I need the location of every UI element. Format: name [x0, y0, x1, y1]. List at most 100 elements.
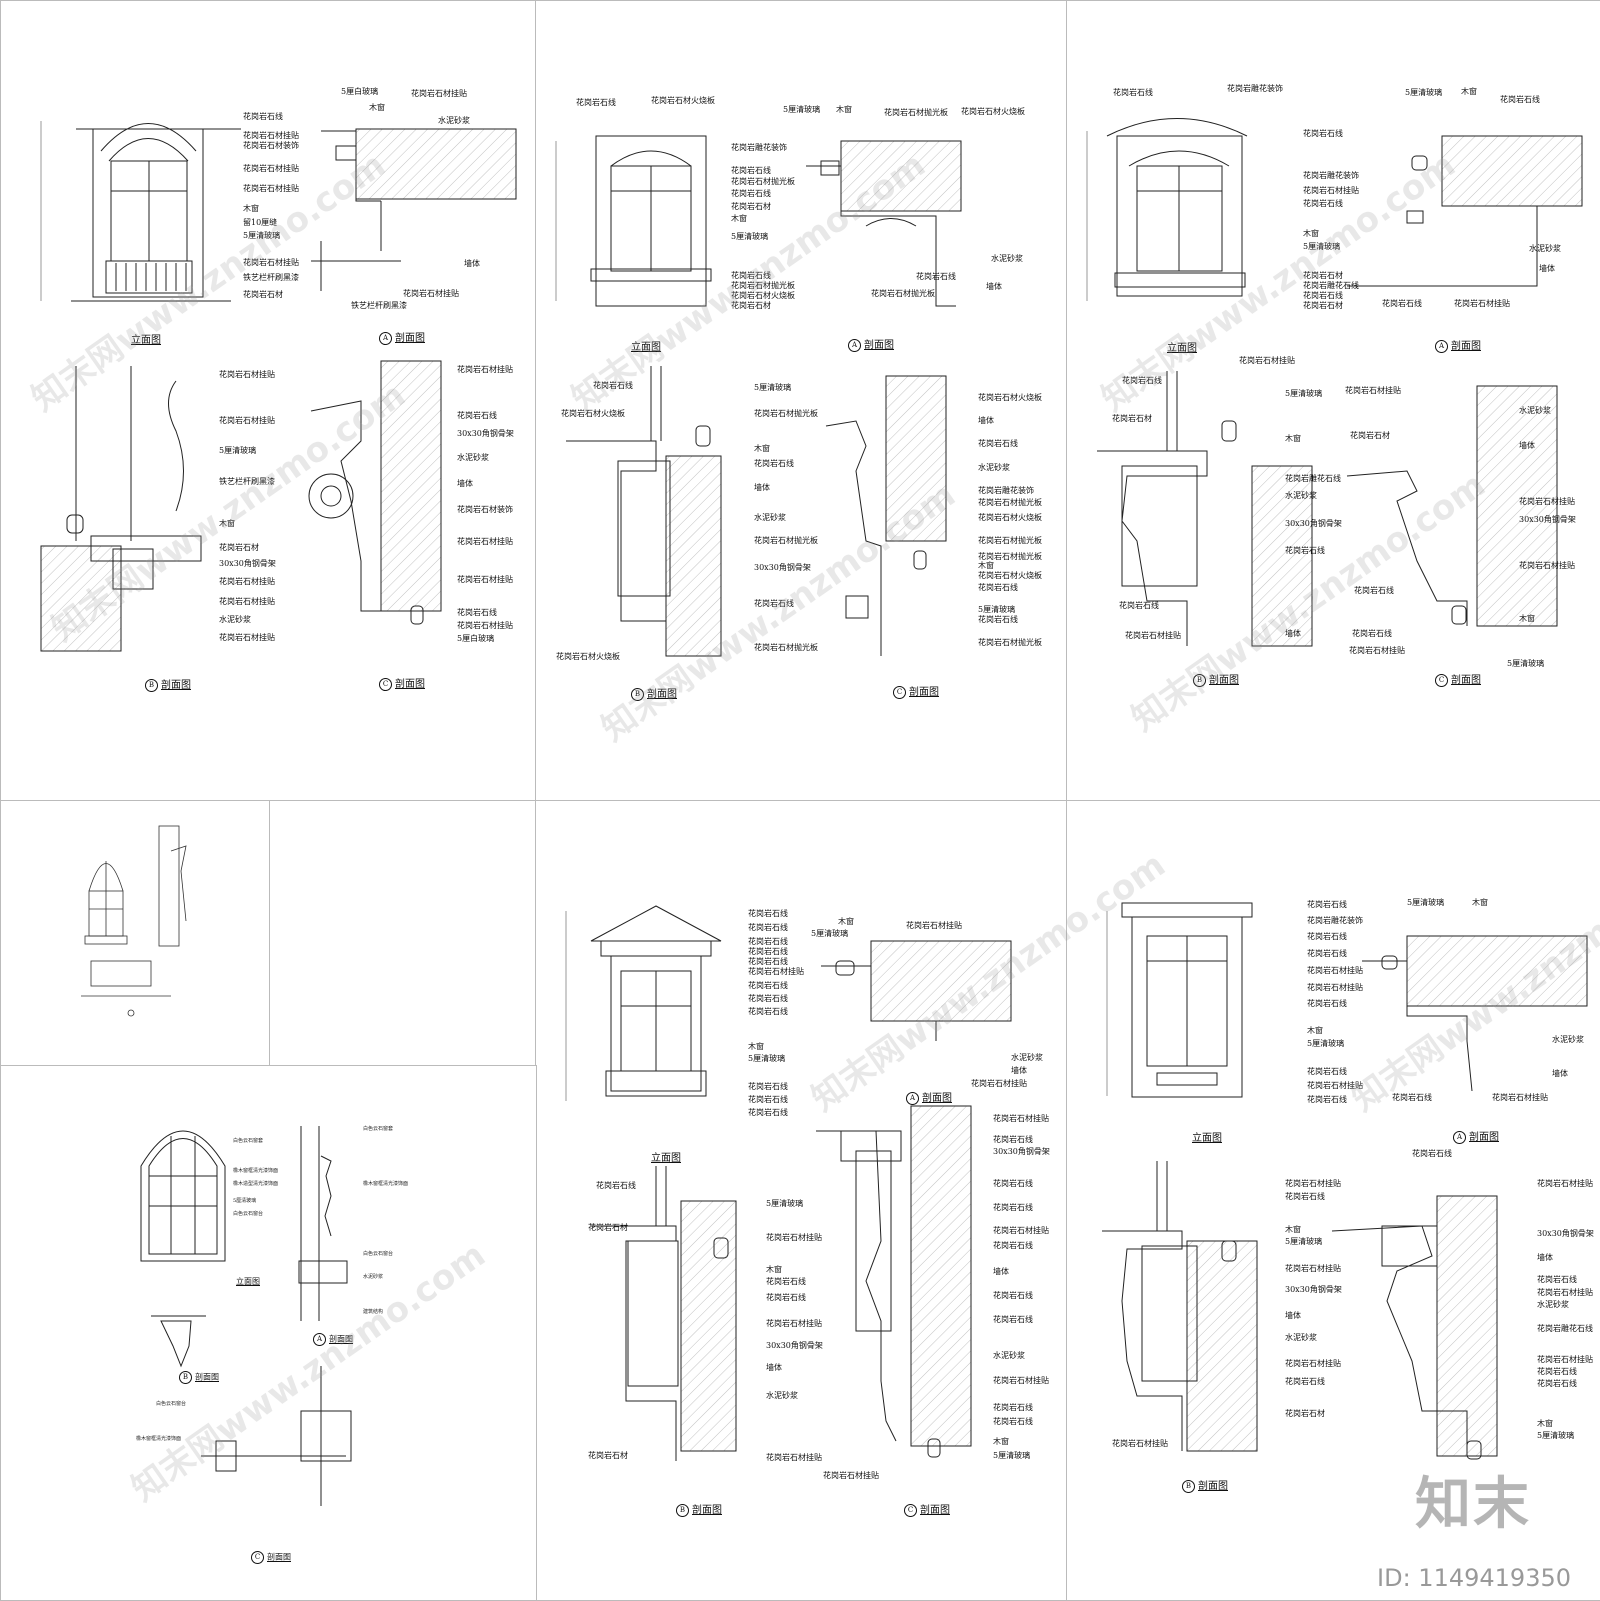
label: 30x30角钢骨架 — [766, 1341, 823, 1350]
label: 5厘清玻璃 — [766, 1199, 804, 1208]
panel-4 — [0, 800, 271, 1067]
label: 花岗岩石线 — [993, 1135, 1033, 1144]
label: 5厘白玻璃 — [457, 634, 495, 643]
label: 木窗 — [1537, 1419, 1553, 1428]
label: 铁艺栏杆刷黑漆 — [351, 301, 407, 310]
label: 铁艺栏杆刷黑漆 — [243, 273, 299, 282]
label: 花岗岩石材挂贴 — [411, 89, 467, 98]
label: 花岗岩石材挂贴 — [823, 1471, 879, 1480]
label: 铁艺栏杆刷黑漆 — [219, 477, 275, 486]
label: 花岗岩石线 — [1307, 1067, 1347, 1076]
label: 5厘清玻璃 — [1303, 242, 1341, 251]
panel-3-drawing — [1086, 118, 1583, 647]
label: 花岗岩石线 — [1307, 900, 1347, 909]
label: 5厘清玻璃 — [1405, 88, 1443, 97]
label: 花岗岩石材挂贴 — [1285, 1179, 1341, 1188]
label: 木窗 — [754, 444, 770, 453]
label: 花岗岩石材装饰 — [457, 505, 513, 514]
label: 花岗岩石材火烧板 — [961, 107, 1025, 116]
label: 花岗岩石材挂贴 — [766, 1319, 822, 1328]
label: 墙体 — [1011, 1066, 1027, 1075]
elevation-title: 立面图 — [1192, 1133, 1222, 1144]
label: 花岗岩雕花装饰 — [731, 143, 787, 152]
label: 花岗岩石线 — [993, 1403, 1033, 1412]
label: 花岗岩石线 — [1354, 586, 1394, 595]
label: 花岗岩石线 — [1119, 601, 1159, 610]
label: 花岗岩石线 — [993, 1417, 1033, 1426]
label: 墙体 — [1537, 1253, 1553, 1262]
label: 花岗岩石线 — [748, 981, 788, 990]
label: 花岗岩石材抛光板 — [978, 498, 1042, 507]
label: 花岗岩石线 — [457, 411, 497, 420]
label: 花岗岩石材 — [731, 301, 771, 310]
label: 花岗岩石材挂贴 — [457, 621, 513, 630]
panel-5-drawing — [565, 905, 1012, 1461]
label: 5厘清玻璃 — [1285, 389, 1323, 398]
label: 花岗岩石材挂贴 — [766, 1453, 822, 1462]
label: 花岗岩石材抛光板 — [871, 289, 935, 298]
label: 花岗岩石线 — [1537, 1367, 1577, 1376]
label: 墙体 — [464, 259, 480, 268]
label: 橡木窗框清光漆饰面 — [363, 1181, 409, 1187]
label: 木窗 — [748, 1042, 764, 1051]
label: 墙体 — [978, 416, 994, 425]
label: 花岗岩石线 — [754, 599, 794, 608]
label: 花岗岩石线 — [1285, 1377, 1325, 1386]
label: 花岗岩石材 — [1303, 271, 1343, 280]
label: 花岗岩石材挂贴 — [993, 1114, 1049, 1123]
label: 花岗岩石线 — [748, 1108, 788, 1117]
panel-6: 花岗岩石线 花岗岩雕花装饰 花岗岩石线 花岗岩石线 花岗岩石材挂贴 花岗岩石材挂… — [1066, 800, 1600, 1601]
label: 花岗岩石线 — [596, 1181, 636, 1190]
label: 花岗岩石材挂贴 — [243, 164, 299, 173]
label: 5厘清玻璃 — [219, 446, 257, 455]
label: 花岗岩石线 — [1382, 299, 1422, 308]
label: 5厘清玻璃 — [1307, 1039, 1345, 1048]
label: 花岗岩石材挂贴 — [403, 289, 459, 298]
label: 花岗岩石线 — [1412, 1149, 1452, 1158]
label: 花岗岩石线 — [1307, 1095, 1347, 1104]
label: 花岗岩石材挂贴 — [993, 1226, 1049, 1235]
label: 花岗岩石材抛光板 — [731, 281, 795, 290]
label: 墙体 — [754, 483, 770, 492]
label: 花岗岩石材 — [1112, 414, 1152, 423]
label: 5厘清玻璃 — [243, 231, 281, 240]
label: 30x30角钢骨架 — [457, 429, 514, 438]
label: 30x30角钢骨架 — [1285, 1285, 1342, 1294]
label: 花岗岩雕花石线 — [1285, 474, 1341, 483]
label: 花岗岩石材挂贴 — [1519, 497, 1575, 506]
label: 花岗岩石材挂贴 — [1239, 356, 1295, 365]
elevation-title: 立面图 — [236, 1277, 260, 1286]
label: 花岗岩石线 — [748, 1082, 788, 1091]
label: 墙体 — [993, 1267, 1009, 1276]
label: 木窗 — [1307, 1026, 1323, 1035]
label: 5厘清玻璃 — [754, 383, 792, 392]
label: 水泥砂浆 — [1011, 1053, 1043, 1062]
label: 花岗岩石材挂贴 — [1307, 983, 1363, 992]
panel-7: 立面图 白色云石窗套 橡木窗框清光漆饰面 橡木造型清光漆饰面 5厘清玻璃 白色云… — [0, 1065, 537, 1601]
label: 花岗岩石材挂贴 — [1537, 1355, 1593, 1364]
panel-5: 花岗岩石线 花岗岩石线 花岗岩石线 花岗岩石线 花岗岩石线 花岗岩石材挂贴 花岗… — [535, 800, 1068, 1601]
panel-2: 花岗岩石线 花岗岩石材火烧板 花岗岩雕花装饰 花岗岩石线 花岗岩石材抛光板 花岗… — [535, 0, 1068, 802]
label: 花岗岩石材 — [731, 202, 771, 211]
label: 水泥砂浆 — [766, 1391, 798, 1400]
label: 花岗岩石材挂贴 — [1454, 299, 1510, 308]
label: 橡木窗框清光漆饰面 — [233, 1168, 279, 1174]
label: 5厘清玻璃 — [1285, 1237, 1323, 1246]
label: 留10厘缝 — [243, 218, 278, 227]
label: 花岗岩石线 — [731, 189, 771, 198]
label: 木窗 — [219, 519, 235, 528]
label: 花岗岩石材抛光板 — [978, 638, 1042, 647]
label: 水泥砂浆 — [1285, 491, 1317, 500]
label: 花岗岩石线 — [1307, 949, 1347, 958]
label: 花岗岩石线 — [576, 98, 616, 107]
label: 木窗 — [243, 204, 259, 213]
label: 花岗岩石材挂贴 — [1285, 1359, 1341, 1368]
label: 白色云石窗套 — [363, 1126, 394, 1132]
panel-4-blank — [269, 800, 537, 1067]
label: 花岗岩石材火烧板 — [651, 96, 715, 105]
